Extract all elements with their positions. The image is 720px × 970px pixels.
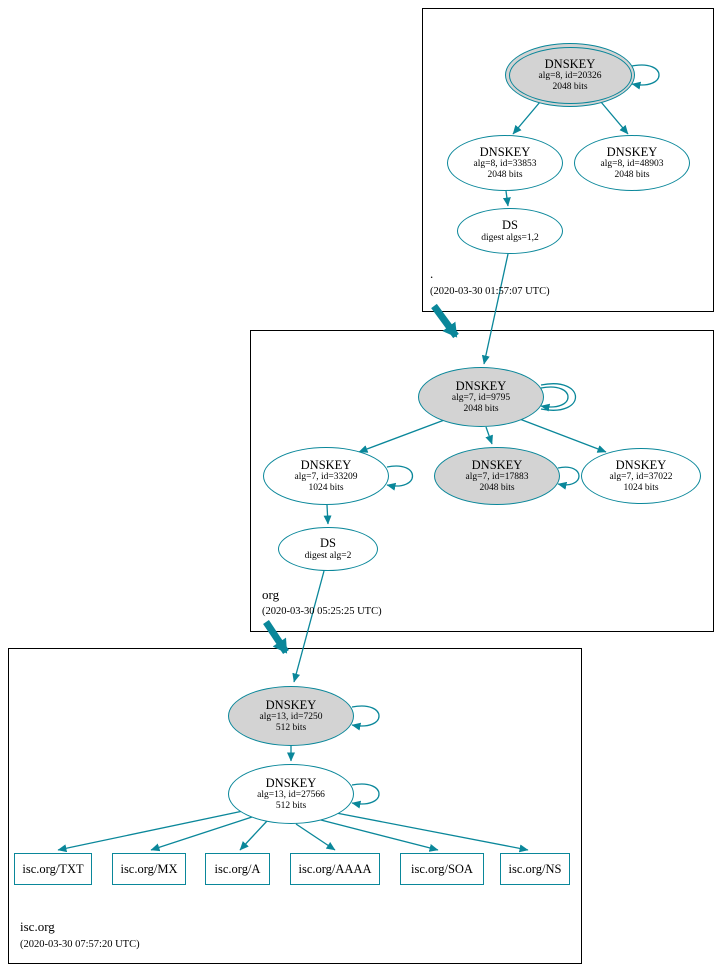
node-detail: 1024 bits xyxy=(623,483,659,494)
rrset-node-txt: isc.org/TXT xyxy=(14,853,92,885)
node-detail: digest algs=1,2 xyxy=(481,232,539,243)
rrset-node-ns: isc.org/NS xyxy=(500,853,570,885)
dnskey-node-root-48903: DNSKEY alg=8, id=48903 2048 bits xyxy=(574,135,690,191)
dnskey-node-isc-27566: DNSKEY alg=13, id=27566 512 bits xyxy=(228,764,354,824)
ds-node-root: DS digest algs=1,2 xyxy=(457,208,563,254)
zone-label-root: . xyxy=(430,266,434,281)
node-title: DNSKEY xyxy=(615,457,667,472)
node-detail: alg=8, id=20326 xyxy=(538,71,602,82)
rrset-node-mx: isc.org/MX xyxy=(112,853,186,885)
dnskey-node-root-33853: DNSKEY alg=8, id=33853 2048 bits xyxy=(447,135,563,191)
node-title: DNSKEY xyxy=(606,144,658,159)
node-detail: 512 bits xyxy=(275,723,307,734)
node-title: DNSKEY xyxy=(300,457,352,472)
node-detail: 1024 bits xyxy=(308,483,344,494)
node-detail: digest alg=2 xyxy=(304,550,352,561)
node-title: DS xyxy=(320,536,336,551)
node-title: DS xyxy=(502,218,518,233)
ds-node-org: DS digest alg=2 xyxy=(278,527,378,571)
dnskey-node-org-9795: DNSKEY alg=7, id=9795 2048 bits xyxy=(418,367,544,427)
node-detail: alg=7, id=17883 xyxy=(465,472,529,483)
dnskey-node-org-33209: DNSKEY alg=7, id=33209 1024 bits xyxy=(263,447,389,505)
node-detail: alg=8, id=33853 xyxy=(473,159,537,170)
node-detail: 2048 bits xyxy=(614,170,650,181)
rrset-node-a: isc.org/A xyxy=(205,853,270,885)
node-detail: alg=7, id=9795 xyxy=(451,393,511,404)
zone-timestamp-org: (2020-03-30 05:25:25 UTC) xyxy=(262,606,382,617)
node-detail: 2048 bits xyxy=(487,170,523,181)
node-detail: alg=13, id=27566 xyxy=(257,790,325,801)
node-detail: alg=7, id=37022 xyxy=(609,472,673,483)
node-detail: 512 bits xyxy=(275,801,307,812)
sep-inner-ring: DNSKEY alg=8, id=20326 2048 bits xyxy=(508,46,632,104)
zone-box-root xyxy=(422,8,714,312)
node-title: DNSKEY xyxy=(479,144,531,159)
node-title: DNSKEY xyxy=(265,775,317,790)
dnskey-node-org-17883: DNSKEY alg=7, id=17883 2048 bits xyxy=(434,447,560,505)
zone-label-org: org xyxy=(262,587,280,602)
dnskey-node-org-37022: DNSKEY alg=7, id=37022 1024 bits xyxy=(581,448,701,504)
node-detail: 2048 bits xyxy=(463,404,499,415)
rrset-node-soa: isc.org/SOA xyxy=(400,853,484,885)
dnskey-node-isc-7250: DNSKEY alg=13, id=7250 512 bits xyxy=(228,686,354,746)
zone-timestamp-isc-org: (2020-03-30 07:57:20 UTC) xyxy=(20,939,140,950)
node-title: DNSKEY xyxy=(544,56,596,71)
node-title: DNSKEY xyxy=(455,378,507,393)
node-detail: alg=7, id=33209 xyxy=(294,472,358,483)
node-detail: alg=8, id=48903 xyxy=(600,159,664,170)
node-title: DNSKEY xyxy=(265,697,317,712)
node-detail: 2048 bits xyxy=(479,483,515,494)
node-title: DNSKEY xyxy=(471,457,523,472)
zone-timestamp-root: (2020-03-30 01:57:07 UTC) xyxy=(430,286,550,297)
zone-box-org xyxy=(250,330,714,632)
rrset-node-aaaa: isc.org/AAAA xyxy=(290,853,380,885)
zone-label-isc-org: isc.org xyxy=(20,919,55,934)
node-detail: 2048 bits xyxy=(552,82,588,93)
dnskey-node-root-ksk: DNSKEY alg=8, id=20326 2048 bits xyxy=(505,43,635,107)
node-detail: alg=13, id=7250 xyxy=(259,712,323,723)
